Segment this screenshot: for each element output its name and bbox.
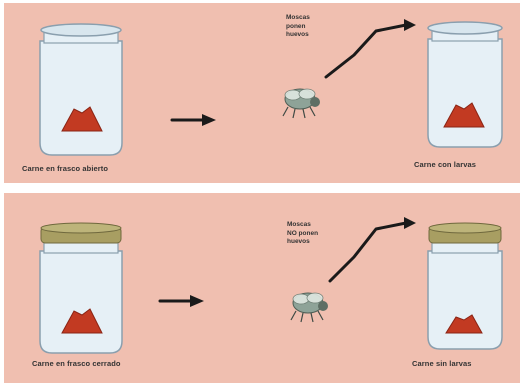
caption-meat-without-larvae: Carne sin larvas: [412, 359, 472, 368]
closed-jar-left: [40, 223, 122, 353]
note-line: NO ponen: [287, 230, 318, 239]
caption-meat-with-larvae: Carne con larvas: [414, 160, 476, 169]
caption-open-jar: Carne en frasco abierto: [22, 164, 108, 173]
note-line: huevos: [286, 31, 310, 40]
jar-opening: [428, 22, 502, 34]
closed-jar-right: [428, 223, 502, 349]
fly-wing: [307, 293, 323, 303]
fly-wing: [299, 89, 315, 99]
open-jar-left: [40, 24, 122, 155]
note-flies-no-eggs: Moscas NO ponen huevos: [287, 221, 318, 247]
jar-lid-top: [429, 223, 501, 233]
jar-body: [40, 251, 122, 353]
closed-jar-panel: Carne en frasco cerrado Moscas NO ponen …: [4, 193, 520, 383]
fly-wing: [285, 90, 301, 100]
jar-body: [40, 41, 122, 155]
note-line: huevos: [287, 238, 318, 247]
closed-jar-panel-drawing: [4, 193, 520, 383]
open-jar-panel-drawing: [4, 3, 520, 183]
jar-body: [428, 251, 502, 349]
note-line: ponen: [286, 23, 310, 32]
open-jar-panel: Carne en frasco abierto Moscas ponen hue…: [4, 3, 520, 183]
fly-head: [318, 301, 328, 311]
jar-opening: [41, 24, 121, 36]
jar-body: [428, 39, 502, 147]
fly-wing: [293, 294, 309, 304]
open-jar-right: [428, 22, 502, 147]
note-line: Moscas: [287, 221, 318, 230]
note-line: Moscas: [286, 14, 310, 23]
caption-closed-jar: Carne en frasco cerrado: [32, 359, 121, 368]
note-flies-lay-eggs: Moscas ponen huevos: [286, 14, 310, 40]
fly-head: [310, 97, 320, 107]
jar-lid-top: [41, 223, 121, 233]
